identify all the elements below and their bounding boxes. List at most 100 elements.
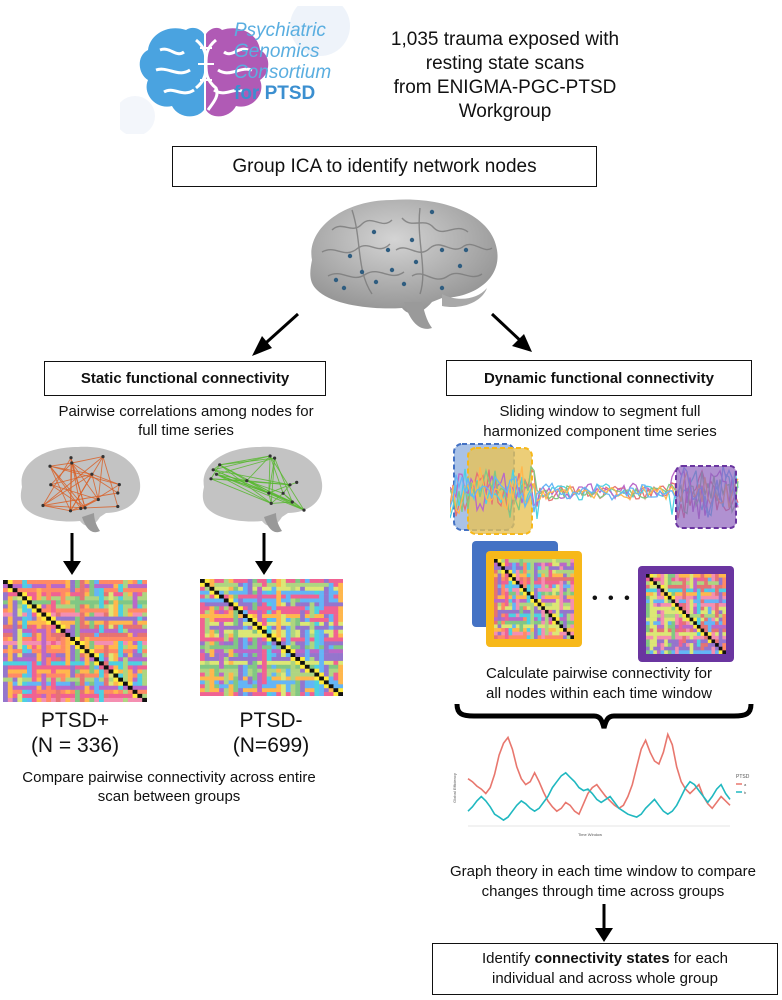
matrix-cell bbox=[132, 632, 138, 638]
matrix-cell bbox=[55, 685, 61, 691]
matrix-cell bbox=[257, 641, 263, 646]
matrix-cell bbox=[566, 599, 571, 603]
matrix-cell bbox=[118, 608, 124, 613]
matrix-cell bbox=[504, 606, 509, 611]
matrix-cell bbox=[515, 613, 520, 618]
matrix-cell bbox=[84, 628, 90, 634]
matrix-cell bbox=[89, 645, 95, 650]
matrix-cell bbox=[548, 613, 553, 618]
matrix-cell bbox=[36, 665, 42, 670]
matrix-cell bbox=[12, 665, 18, 670]
matrix-cell bbox=[281, 645, 287, 650]
matrix-cell bbox=[219, 633, 225, 638]
matrix-cell bbox=[219, 676, 225, 681]
matrix-cell bbox=[304, 668, 310, 673]
matrix-cell bbox=[696, 650, 701, 654]
matrix-cell bbox=[99, 616, 105, 621]
matrix-cell bbox=[118, 616, 124, 621]
matrix-cell bbox=[257, 688, 263, 693]
matrix-cell bbox=[530, 628, 535, 633]
matrix-cell bbox=[233, 621, 239, 627]
matrix-cell bbox=[722, 610, 726, 615]
matrix-cell bbox=[27, 596, 33, 601]
matrix-cell bbox=[266, 692, 272, 696]
matrix-cell bbox=[94, 616, 100, 621]
matrix-cell bbox=[295, 692, 301, 696]
matrix-cell bbox=[103, 693, 109, 699]
matrix-cell bbox=[242, 594, 248, 599]
matrix-cell bbox=[103, 645, 109, 650]
matrix-cell bbox=[338, 692, 343, 696]
matrix-cell bbox=[17, 649, 23, 654]
matrix-cell bbox=[219, 653, 225, 658]
matrix-cell bbox=[238, 594, 244, 599]
matrix-cell bbox=[689, 584, 694, 589]
matrix-cell bbox=[686, 603, 690, 608]
matrix-cell bbox=[570, 620, 574, 625]
matrix-cell bbox=[328, 688, 334, 693]
matrix-cell bbox=[497, 609, 502, 614]
matrix-cell bbox=[671, 614, 676, 618]
matrix-cell bbox=[108, 632, 114, 638]
matrix-cell bbox=[31, 636, 37, 642]
matrix-cell bbox=[563, 559, 568, 563]
matrix-cell bbox=[512, 606, 517, 611]
matrix-cell bbox=[494, 624, 498, 629]
matrix-cell bbox=[519, 562, 524, 567]
matrix-cell bbox=[17, 661, 23, 666]
matrix-cell bbox=[563, 617, 568, 622]
matrix-cell bbox=[667, 581, 672, 586]
matrix-cell bbox=[328, 668, 334, 673]
matrix-cell bbox=[214, 618, 220, 623]
matrix-cell bbox=[137, 697, 143, 702]
network-edge bbox=[268, 492, 272, 504]
matrix-cell bbox=[300, 621, 306, 627]
matrix-cell bbox=[51, 600, 57, 605]
matrix-cell bbox=[678, 603, 683, 608]
matrix-cell bbox=[3, 645, 9, 650]
matrix-cell bbox=[515, 569, 520, 574]
network-edge bbox=[213, 469, 291, 486]
matrix-cell bbox=[548, 584, 553, 589]
matrix-cell bbox=[646, 614, 650, 618]
matrix-cell bbox=[295, 598, 301, 603]
matrix-cell bbox=[693, 621, 698, 626]
matrix-cell bbox=[328, 664, 334, 669]
matrix-cell bbox=[79, 693, 85, 699]
matrix-cell bbox=[660, 617, 665, 622]
matrix-cell bbox=[678, 628, 683, 633]
matrix-cell bbox=[55, 584, 61, 589]
matrix-cell bbox=[519, 628, 524, 633]
matrix-cell bbox=[309, 680, 315, 685]
matrix-cell bbox=[94, 661, 100, 666]
matrix-cell bbox=[501, 588, 506, 593]
matrix-cell bbox=[22, 697, 28, 702]
matrix-cell bbox=[132, 681, 138, 687]
matrix-cell bbox=[132, 653, 138, 658]
matrix-cell bbox=[653, 646, 658, 651]
matrix-cell bbox=[46, 665, 52, 670]
network-edge bbox=[97, 456, 104, 500]
matrix-cell bbox=[526, 580, 531, 585]
matrix-cell bbox=[566, 588, 571, 593]
matrix-cell bbox=[7, 673, 13, 678]
matrix-cell bbox=[200, 692, 206, 696]
matrix-cell bbox=[715, 614, 720, 618]
matrix-cell bbox=[656, 603, 661, 608]
matrix-cell bbox=[46, 620, 52, 626]
matrix-cell bbox=[300, 680, 306, 685]
network-edge bbox=[219, 457, 275, 466]
matrix-cell bbox=[333, 606, 339, 611]
matrix-cell bbox=[281, 649, 287, 654]
matrix-cell bbox=[271, 680, 277, 685]
matrix-cell bbox=[89, 592, 95, 597]
matrix-cell bbox=[519, 609, 524, 614]
matrix-cell bbox=[252, 633, 258, 638]
matrix-cell bbox=[60, 653, 66, 658]
matrix-cell bbox=[304, 629, 310, 634]
matrix-cell bbox=[566, 624, 571, 629]
matrix-cell bbox=[99, 584, 105, 589]
matrix-cell bbox=[113, 600, 119, 605]
matrix-cell bbox=[328, 598, 334, 603]
matrix-cell bbox=[266, 621, 272, 627]
